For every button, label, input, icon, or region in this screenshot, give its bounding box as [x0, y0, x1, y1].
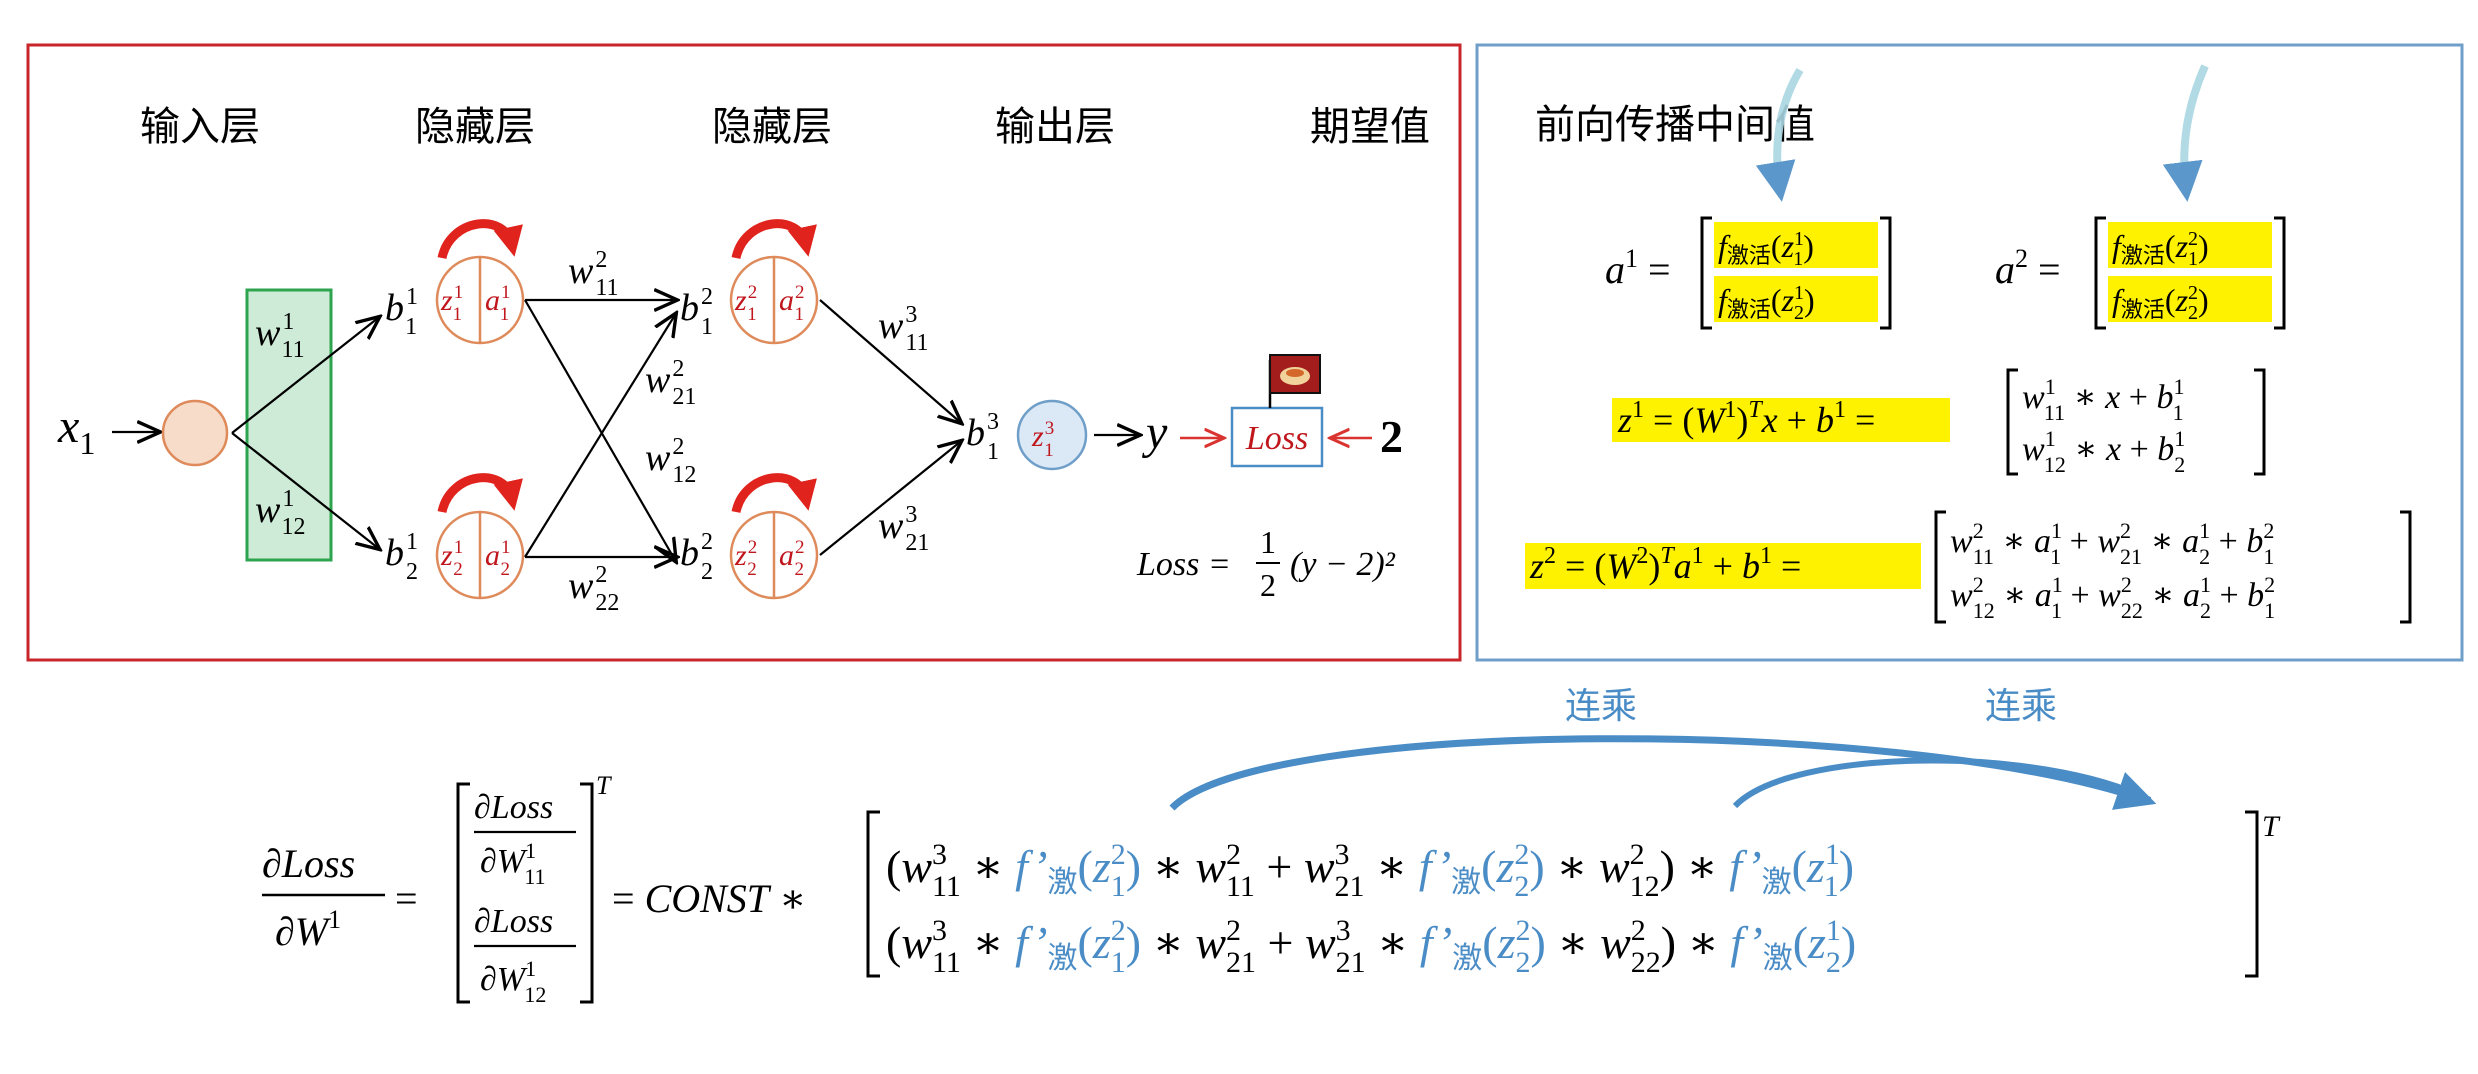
- cycle-arrow-icon: [437, 219, 523, 260]
- svg-text:2: 2: [1260, 567, 1276, 603]
- svg-text:=: =: [395, 876, 418, 921]
- cycle-arrow-icon: [731, 219, 817, 260]
- svg-text:T: T: [596, 771, 612, 800]
- forward-title: 前向传播中间值: [1535, 102, 1815, 148]
- label-output-layer: 输出层: [995, 104, 1115, 150]
- svg-text:∂W1: ∂W1: [275, 905, 341, 954]
- network-frame: [26, 43, 1462, 662]
- chain-arc-icon: [1732, 757, 2152, 809]
- input-x1: x1: [57, 400, 95, 461]
- label-expected-value: 期望值: [1310, 104, 1430, 150]
- svg-text:z31: z31: [1031, 418, 1054, 461]
- edge-h11-h22: [524, 299, 675, 560]
- cake-flag-icon: [1268, 354, 1321, 408]
- svg-text:z22: z22: [734, 537, 757, 580]
- chain-arc-icon: [1169, 735, 2157, 811]
- chain-label-right: 连乘: [1985, 686, 2057, 727]
- svg-text:a1 =: a1 =: [1605, 244, 1671, 292]
- cycle-arrow-icon: [731, 473, 817, 514]
- svg-text:= CONST ∗: = CONST ∗: [612, 876, 806, 921]
- svg-text:z12: z12: [440, 537, 463, 580]
- edge-input-h11: [231, 318, 378, 434]
- target-value: 2: [1380, 411, 1403, 462]
- label-hidden-layer-1: 隐藏层: [415, 104, 535, 150]
- edge-h21-out: [819, 299, 960, 422]
- svg-text:∂Loss: ∂Loss: [474, 789, 553, 826]
- label-input-layer: 输入层: [140, 104, 260, 150]
- loss-formula: Loss = 1 2 (y − 2)²: [1136, 524, 1396, 603]
- svg-text:∂Loss: ∂Loss: [474, 903, 553, 940]
- down-arrow-icon: [1755, 67, 1804, 202]
- cycle-arrow-icon: [437, 473, 523, 514]
- svg-text:z2 = (W2)Ta1 + b1 =: z2 = (W2)Ta1 + b1 =: [1529, 543, 1801, 586]
- loss-box-label: Loss: [1245, 420, 1308, 457]
- edge-h22-out: [819, 442, 960, 556]
- label-hidden-layer-2: 隐藏层: [712, 104, 832, 150]
- svg-text:z1 = (W1)Tx + b1 =: z1 = (W1)Tx + b1 =: [1617, 397, 1875, 440]
- output-y: y: [1141, 406, 1168, 459]
- down-arrow-icon: [2162, 64, 2209, 202]
- svg-text:∂Loss: ∂Loss: [262, 841, 355, 886]
- edge-h12-h21: [524, 315, 675, 558]
- svg-text:T: T: [2262, 810, 2281, 843]
- svg-text:z11: z11: [440, 282, 463, 325]
- weights-box-layer1: [245, 288, 333, 562]
- svg-text:1: 1: [1260, 524, 1276, 560]
- svg-text:z21: z21: [734, 282, 757, 325]
- input-neuron: [161, 399, 229, 467]
- edge-input-h12: [231, 432, 378, 548]
- svg-text:(y − 2)²: (y − 2)²: [1290, 546, 1396, 583]
- forward-frame: [1475, 43, 2464, 662]
- chain-label-left: 连乘: [1565, 686, 1637, 727]
- svg-text:Loss =: Loss =: [1136, 546, 1231, 583]
- svg-text:a2 =: a2 =: [1995, 244, 2061, 292]
- loss-box: [1230, 406, 1324, 468]
